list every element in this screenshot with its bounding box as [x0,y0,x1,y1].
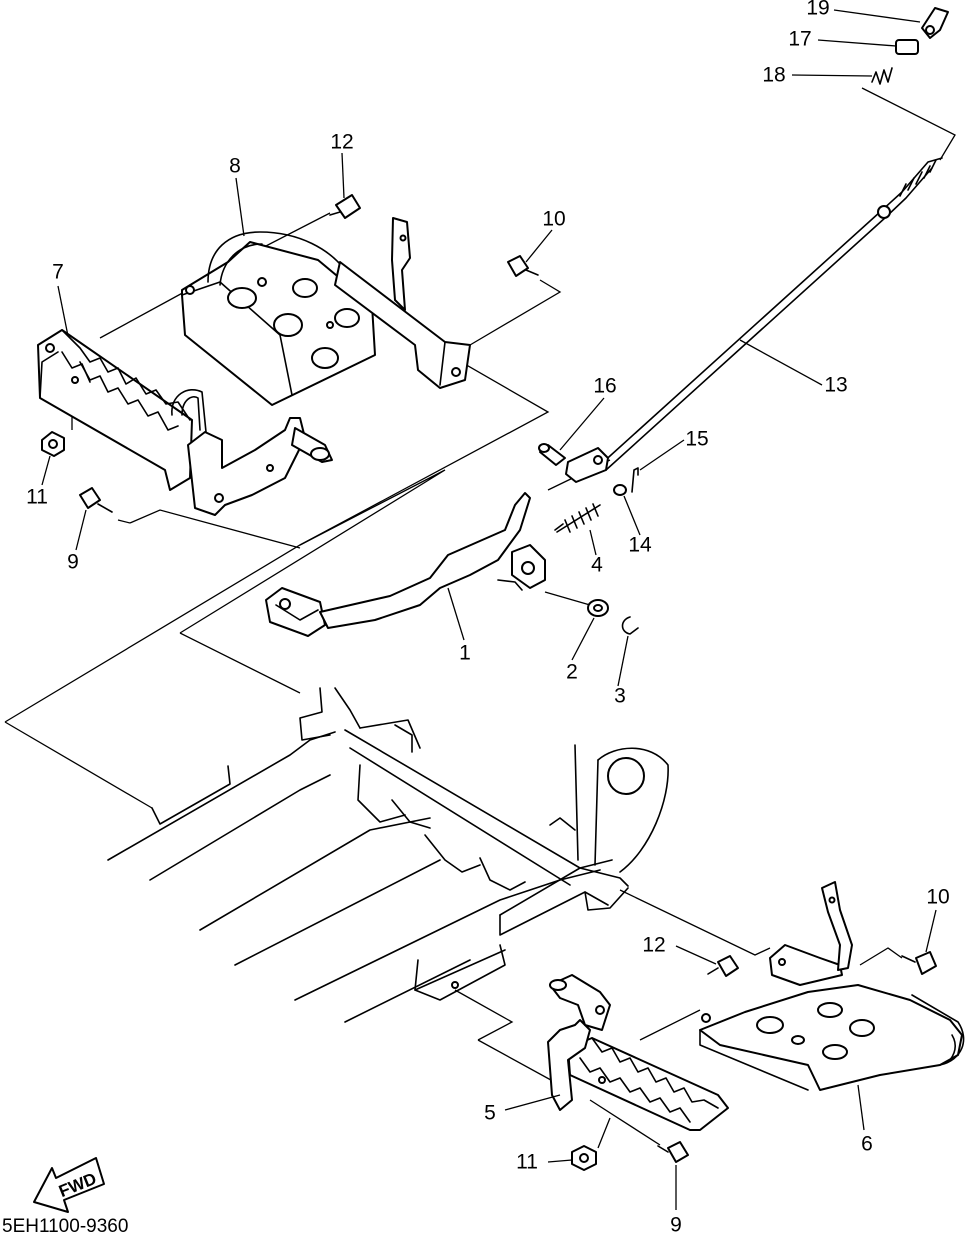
callout-13: 13 [824,374,847,397]
callout-numbers: 19 17 18 12 8 10 7 16 13 15 11 14 9 4 1 … [26,0,950,1236]
part-11-nut-left [41,431,65,457]
part-8-bracket-left [181,217,471,406]
part-10-bolt-right [901,951,937,975]
part-16-pin [538,443,566,466]
callout-8: 8 [229,155,241,178]
part-15-cotter-pin [631,467,639,493]
part-18-spring [871,67,893,85]
callout-3: 3 [614,685,626,708]
part-19-pin [921,7,949,39]
callout-18: 18 [762,64,785,87]
fwd-arrow: FWD [33,1157,105,1213]
callout-7: 7 [52,261,64,284]
callout-15: 15 [685,428,708,451]
callout-10: 10 [926,886,949,909]
part-9-bolt-left [79,487,113,513]
part-13-brake-rod [599,157,943,471]
part-2-washer [587,599,609,617]
callout-5: 5 [484,1102,496,1125]
part-12-bolt-left [329,194,361,219]
callout-19: 19 [806,0,829,20]
callout-12: 12 [330,131,353,154]
callout-11: 11 [26,486,48,509]
part-1-brake-pedal [265,492,546,637]
part-10-bolt-left [507,255,539,277]
part-3-circlip [621,616,639,635]
callout-9: 9 [670,1214,682,1236]
callout-1: 1 [459,642,471,665]
part-7-footrest-left [37,329,207,491]
part-14-washer [613,484,627,496]
pivot-arm-left [187,417,333,516]
callout-17: 17 [788,28,811,51]
part-6-bracket-right [699,881,965,1091]
callout-6: 6 [861,1133,873,1156]
callout-12: 12 [642,934,665,957]
assembly-guide-lines [4,87,956,1149]
clevis-joint [565,447,609,483]
callout-leaders [41,9,937,1210]
callout-9: 9 [67,551,79,574]
callout-4: 4 [591,554,603,577]
part-9-bolt-right [657,1141,689,1163]
part-4-spring [554,503,601,533]
part-11-nut-right [571,1145,597,1171]
callout-14: 14 [628,534,652,557]
part-5-footrest-right [547,974,729,1131]
frame [107,687,669,1023]
callout-11: 11 [516,1151,538,1174]
part-17-clevis [895,39,919,55]
part-12-bolt-right [707,955,739,977]
callout-16: 16 [593,375,616,398]
diagram-code: 5EH1100-9360 [2,1216,128,1236]
callout-10: 10 [542,208,565,231]
callout-2: 2 [566,661,578,684]
